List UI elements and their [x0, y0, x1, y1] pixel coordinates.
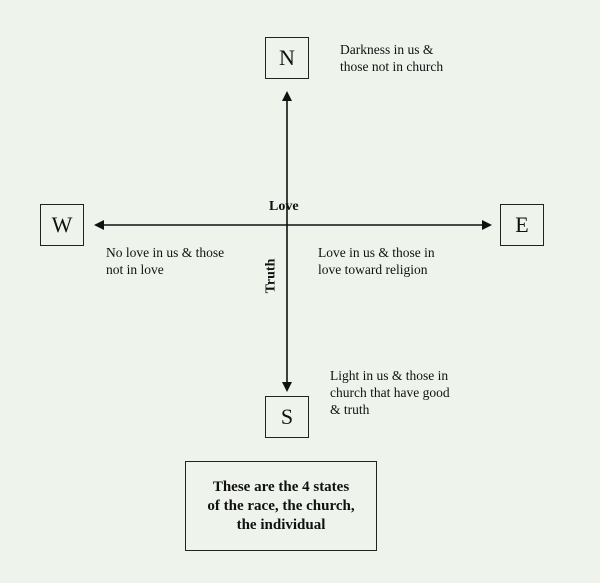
west-label: W: [51, 212, 73, 237]
west-note: No love in us & those not in love: [106, 245, 225, 277]
west-box: W: [40, 204, 84, 246]
north-label: N: [279, 45, 295, 70]
summary-text: These are the 4 states of the race, the …: [207, 478, 355, 533]
north-box: N: [265, 37, 309, 79]
north-note: Darkness in us & those not in church: [340, 42, 444, 74]
south-box: S: [265, 396, 309, 438]
south-label: S: [280, 404, 294, 429]
east-label: E: [515, 212, 529, 237]
love-axis-label: Love: [269, 199, 299, 214]
south-note: Light in us & those in church that have …: [330, 368, 450, 417]
summary-box: These are the 4 states of the race, the …: [185, 461, 377, 551]
east-note: Love in us & those in love toward religi…: [318, 245, 435, 277]
truth-axis-label: Truth: [263, 258, 279, 294]
east-box: E: [500, 204, 544, 246]
